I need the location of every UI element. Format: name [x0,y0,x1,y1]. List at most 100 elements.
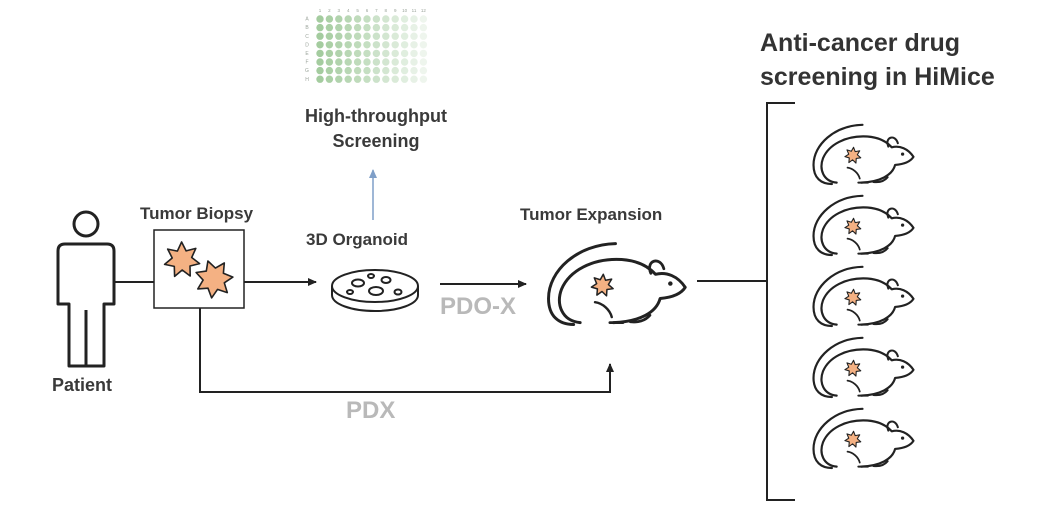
plate-well [325,15,334,23]
plate-row-label: D [305,42,309,48]
mouse-icon [812,194,915,257]
plate-well [335,66,343,75]
plate-column-label: 6 [366,8,369,13]
plate-well [363,58,371,66]
tumor-icon [844,217,862,235]
plate-well [391,23,399,32]
plate-well [419,32,428,40]
tumor-expansion-mouse-icon [547,242,687,326]
pdox-label: PDO-X [440,293,517,320]
tumor-cell-icon [195,260,234,299]
plate-column-label: 9 [394,8,397,13]
plate-well [400,32,409,40]
plate-column-label: 4 [347,8,350,13]
plate-well [353,75,362,83]
tumor-expansion-label: Tumor Expansion [520,205,663,224]
tumor-cell-icon [163,241,201,278]
plate-well [316,15,324,23]
plate-well [363,49,371,58]
plate-well [372,75,381,83]
plate-well [325,49,334,58]
tumor-biopsy-box [153,229,245,309]
plate-well [382,41,390,49]
high-throughput-screening-label: High-throughput Screening [305,106,447,151]
plate-well [325,75,334,83]
mouse-icon [812,123,915,186]
plate-row-label: B [305,25,309,31]
plate-well [382,66,390,75]
plate-column-label: 12 [421,8,427,13]
tumor-icon [844,359,862,377]
tumor-biopsy-label: Tumor Biopsy [140,204,254,223]
plate-well [410,66,418,75]
plate-well [353,32,362,40]
plate-well [325,41,334,49]
plate-well [419,23,428,32]
plate-well [400,58,409,66]
plate-well [419,41,428,49]
plate-well [325,66,334,75]
plate-well [382,49,390,58]
plate-well [344,15,352,23]
plate-well [353,15,362,23]
plate-well [400,15,409,23]
plate-well [419,58,428,66]
plate-well [316,66,324,75]
plate-well [363,32,371,40]
mouse-icon [812,265,915,328]
plate-well [382,23,390,32]
plate-well [372,58,381,66]
plate-well [363,75,371,83]
plate-well [335,49,343,58]
plate-well [335,23,343,32]
plate-column-label: 11 [412,8,417,13]
plate-well [353,41,362,49]
plate-column-label: 3 [338,8,341,13]
plate-well [372,32,381,40]
plate-well [410,75,418,83]
plate-well [344,49,352,58]
plate-well [344,41,352,49]
tumor-icon [844,430,862,448]
plate-well [335,58,343,66]
plate-column-label: 2 [328,8,331,13]
plate-well [325,58,334,66]
plate-well [353,49,362,58]
plate-row-label: A [305,17,309,23]
organoid-dish-icon [331,269,419,313]
pdx-label: PDX [346,397,396,424]
tumor-cells-icon [163,241,234,299]
plate-row-label: F [305,60,308,66]
plate-well [344,58,352,66]
plate-well [391,15,399,23]
patient-icon [56,210,116,368]
plate-well [316,41,324,49]
diagram-title: Anti-cancer drug screening in HiMice [760,29,995,91]
plate-well [400,49,409,58]
plate-well [410,58,418,66]
plate-row-label: C [305,34,309,40]
plate-well [410,32,418,40]
plate-well [419,66,428,75]
plate-well [372,41,381,49]
plate-well [363,15,371,23]
plate-well [419,49,428,58]
plate-well [400,23,409,32]
plate-well [382,75,390,83]
plate-column-label: 1 [319,8,322,13]
plate-well [400,66,409,75]
mouse-icon [547,242,687,326]
plate-well [410,49,418,58]
plate-well [325,23,334,32]
tumor-icon [844,288,862,306]
plate-column-label: 8 [385,8,388,13]
plate-well [344,23,352,32]
mouse-icon [812,407,915,470]
plate-well [372,23,381,32]
plate-row-label: G [305,68,309,74]
plate-well [372,15,381,23]
plate-well [363,41,371,49]
tumor-icon [590,273,614,297]
